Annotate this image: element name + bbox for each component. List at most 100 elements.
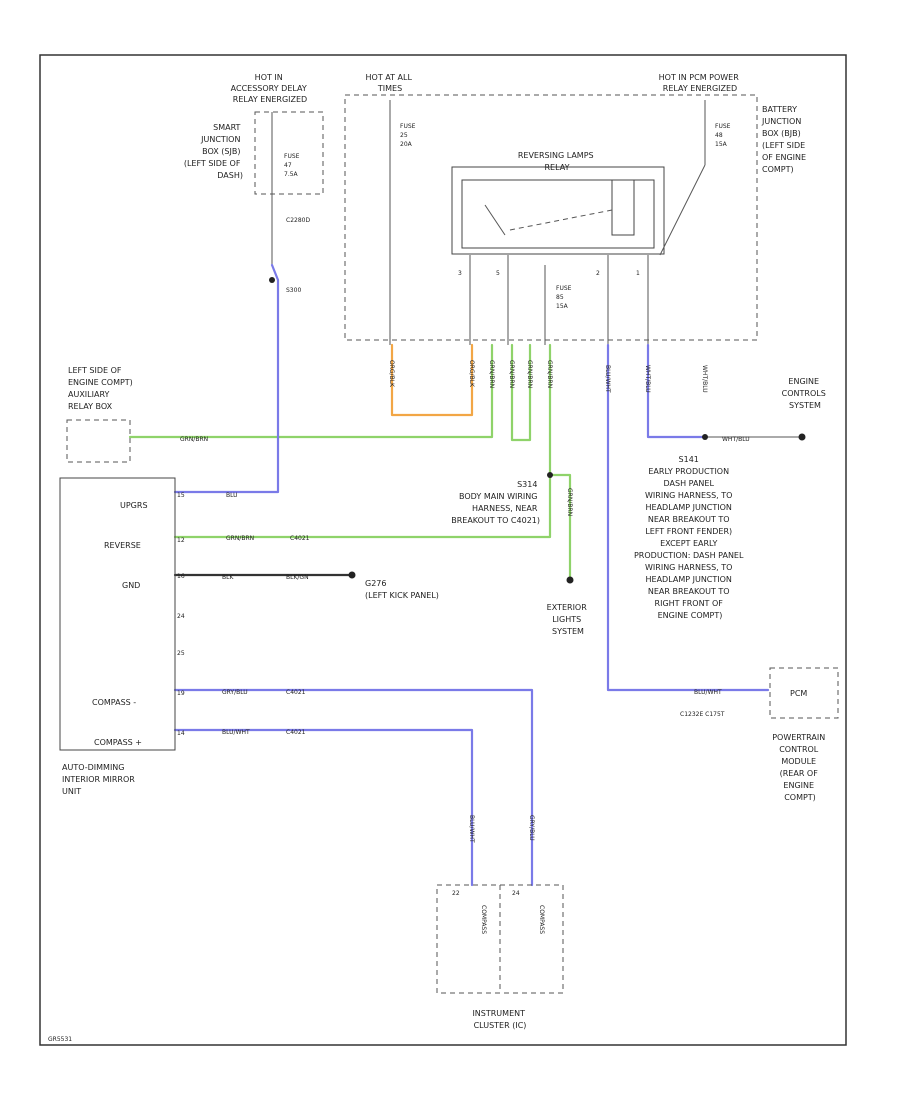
wire-grn-brn-aux xyxy=(128,343,494,439)
wire-label: GRN/BRN xyxy=(566,488,573,516)
wire-grn-loop xyxy=(510,343,532,442)
label-s314: S314 BODY MAIN WIRING HARNESS, NEAR BREA… xyxy=(451,480,540,525)
aux-relay-box xyxy=(66,419,131,463)
hot-pcm-relay-line: HOT IN PCM POWER xyxy=(659,73,740,82)
wire-label: C4021 xyxy=(286,729,306,736)
s141-line: S141 xyxy=(679,455,699,464)
s141-line: WIRING HARNESS, TO xyxy=(645,563,732,572)
mirror-pin-number: 15 xyxy=(177,492,185,499)
reversing-lamps-relay-box xyxy=(451,166,665,255)
s314-line: S314 xyxy=(517,480,537,489)
cluster-pin-compass: COMPASS xyxy=(538,905,545,934)
wire-label: GRY/BLU xyxy=(528,815,535,841)
wire-blu-wht-pcm xyxy=(606,343,770,692)
mirror-pin-gnd: GND xyxy=(122,581,140,590)
mirror-pin-reverse: REVERSE xyxy=(104,541,141,550)
wire-label: GRY/BLU xyxy=(222,689,248,696)
bjb-line: BATTERY xyxy=(762,105,797,114)
mirror-pin-compass-minus: COMPASS - xyxy=(92,698,136,707)
splice-s141 xyxy=(702,434,708,440)
label-s141: S141 EARLY PRODUCTION DASH PANEL WIRING … xyxy=(634,455,746,620)
pcm-pin-label: PCM xyxy=(790,689,807,698)
smart-junction-box-outline xyxy=(254,111,324,195)
s141-line: PRODUCTION: DASH PANEL xyxy=(634,551,744,560)
wire-label: GRN/BRN xyxy=(508,360,515,388)
label-instrument-cluster: INSTRUMENT CLUSTER (IC) xyxy=(472,1009,527,1030)
label-aux-relay-box: LEFT SIDE OF ENGINE COMPT) AUXILIARY REL… xyxy=(68,366,135,411)
document-id: GR5531 xyxy=(48,1036,72,1043)
s141-line: HEADLAMP JUNCTION xyxy=(646,503,732,512)
hot-pcm-relay-line: RELAY ENERGIZED xyxy=(663,84,737,93)
bjb-line: JUNCTION xyxy=(761,117,801,126)
fuse-85-line: 85 xyxy=(556,294,564,301)
relay-inner-box xyxy=(461,179,655,249)
pcm-line: CONTROL xyxy=(779,745,819,754)
sjb-line: DASH) xyxy=(217,171,243,180)
wire-label: GRN/BRN xyxy=(546,360,553,388)
s141-line: EXCEPT EARLY xyxy=(660,539,717,548)
cluster-line: CLUSTER (IC) xyxy=(474,1021,527,1030)
wire-label: BLU/WHT xyxy=(604,365,611,393)
wire-blu-wht-engine xyxy=(646,343,707,439)
aux-relay-line: AUXILIARY xyxy=(68,390,110,399)
pcm-line: MODULE xyxy=(781,757,816,766)
exterior-lights-line: EXTERIOR xyxy=(547,603,588,612)
s141-line: HEADLAMP JUNCTION xyxy=(646,575,732,584)
wire-org-blk xyxy=(390,343,474,417)
label-reversing-relay: REVERSING LAMPS RELAY xyxy=(518,151,596,172)
cluster-line: INSTRUMENT xyxy=(472,1009,525,1018)
label-g276: G276 (LEFT KICK PANEL) xyxy=(365,579,439,600)
cluster-pin-number: 22 xyxy=(452,890,460,897)
relay-title-line: RELAY xyxy=(545,163,570,172)
bjb-line: (LEFT SIDE xyxy=(762,141,805,150)
engine-controls-line: ENGINE xyxy=(788,377,819,386)
wire-label: BLU/WHT xyxy=(694,689,722,696)
hot-all-times-line: HOT AT ALL xyxy=(366,73,413,82)
pcm-line: POWERTRAIN xyxy=(772,733,825,742)
fuse-85-line: 15A xyxy=(556,303,569,310)
sjb-line: SMART xyxy=(213,123,240,132)
s314-line: BREAKOUT TO C4021) xyxy=(451,516,540,525)
label-battery-junction: BATTERY JUNCTION BOX (BJB) (LEFT SIDE OF… xyxy=(761,105,809,174)
relay-pin-1: 1 xyxy=(636,270,640,277)
g276-line: (LEFT KICK PANEL) xyxy=(365,591,439,600)
wire-gry-blu-compass-minus xyxy=(173,688,534,887)
exterior-lights-line: SYSTEM xyxy=(552,627,584,636)
fuse-25-line: 20A xyxy=(400,141,413,148)
aux-relay-line: ENGINE COMPT) xyxy=(68,378,133,387)
wire-label: GRN/BRN xyxy=(488,360,495,388)
relay-pin-3: 3 xyxy=(458,270,462,277)
s141-line: DASH PANEL xyxy=(664,479,715,488)
wire-label: GRN/BRN xyxy=(180,436,208,443)
label-hot-accessory: HOT IN ACCESSORY DELAY RELAY ENERGIZED xyxy=(231,73,310,104)
hot-all-times-line: TIMES xyxy=(377,84,402,93)
s141-line: LEFT FRONT FENDER) xyxy=(645,527,732,536)
relay-pin-2: 2 xyxy=(596,270,600,277)
pcm-box xyxy=(769,667,839,719)
hot-accessory-line: RELAY ENERGIZED xyxy=(233,95,307,104)
s141-line: WIRING HARNESS, TO xyxy=(645,491,732,500)
splice-s300 xyxy=(269,277,275,283)
s141-line: ENGINE COMPT) xyxy=(658,611,723,620)
label-engine-controls: ENGINE CONTROLS SYSTEM xyxy=(782,377,829,410)
relay-pin-5: 5 xyxy=(496,270,500,277)
wire-label: ORG/BLK xyxy=(388,360,395,388)
fuse-85-line: FUSE xyxy=(556,285,572,292)
fuse-47-line: 47 xyxy=(284,162,292,169)
label-smart-junction: SMART JUNCTION BOX (SJB) (LEFT SIDE OF D… xyxy=(184,123,243,180)
wire-blu-wht-compass-plus xyxy=(173,728,474,887)
aux-relay-line: RELAY BOX xyxy=(68,402,113,411)
pcm-line: ENGINE xyxy=(783,781,814,790)
label-fuse-25: FUSE 25 20A xyxy=(400,123,417,148)
sjb-line: (LEFT SIDE OF xyxy=(184,159,241,168)
label-hot-pcm-relay: HOT IN PCM POWER RELAY ENERGIZED xyxy=(659,73,742,93)
wire-grn-reverse xyxy=(173,343,552,539)
wire-label: BLU/WHT xyxy=(222,729,250,736)
label-exterior-lights: EXTERIOR LIGHTS SYSTEM xyxy=(547,603,590,636)
fuse-48-line: 15A xyxy=(715,141,728,148)
pcm-line: COMPT) xyxy=(784,793,816,802)
engine-controls-line: SYSTEM xyxy=(789,401,821,410)
aux-relay-line: LEFT SIDE OF xyxy=(68,366,122,375)
s141-line: EARLY PRODUCTION xyxy=(648,467,729,476)
bjb-line: OF ENGINE xyxy=(762,153,806,162)
